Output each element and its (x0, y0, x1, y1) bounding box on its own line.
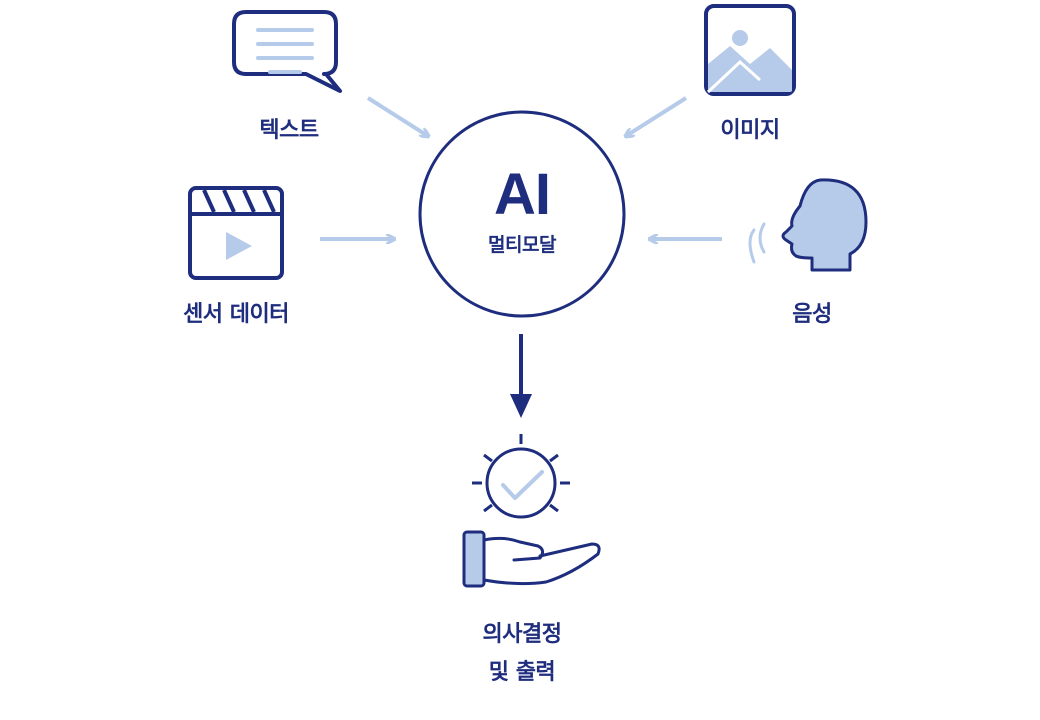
hand-check-icon (462, 434, 601, 588)
output-label-line1: 의사결정 (482, 622, 562, 647)
output-label-line2: 및 출력 (488, 660, 556, 685)
ai-title: AI (494, 162, 551, 227)
ai-subtitle: 멀티모달 (488, 234, 556, 256)
output-label: 의사결정 및 출력 (483, 616, 562, 692)
image-icon (704, 4, 796, 96)
ai-center-circle (418, 110, 626, 318)
arrow-image-to-ai (626, 96, 688, 136)
arrow-text-to-ai (366, 96, 428, 136)
speaking-head-icon (748, 178, 868, 272)
chat-text-icon (232, 10, 342, 93)
voice-input-label: 음성 (792, 302, 832, 327)
arrow-ai-to-output (510, 334, 532, 418)
image-input-label: 이미지 (720, 118, 780, 143)
sensor-input-label: 센서 데이터 (183, 302, 289, 327)
video-clapper-icon (188, 186, 284, 280)
text-input-label: 텍스트 (259, 118, 319, 143)
